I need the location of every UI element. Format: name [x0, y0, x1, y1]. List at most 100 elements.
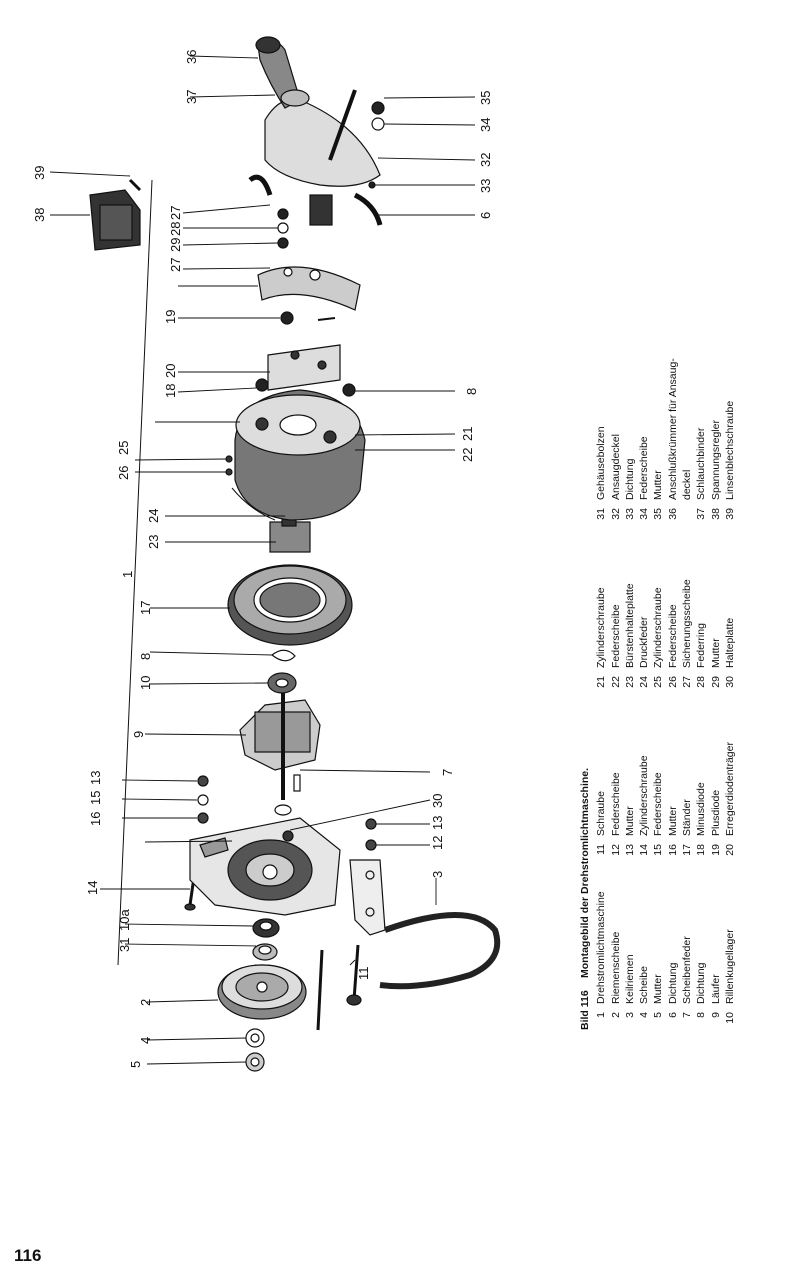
- part-nut-5: [245, 1052, 265, 1072]
- callout-32: 32: [478, 153, 493, 167]
- callout-29: 29: [168, 238, 183, 252]
- callout-30: 30: [430, 794, 445, 808]
- callout-12: 12: [430, 836, 445, 850]
- callout-37: 37: [184, 90, 199, 104]
- callout-26: 26: [116, 466, 131, 480]
- figure-title: Montagebild der Drehstromlichtmaschine.: [579, 767, 591, 978]
- figure-label: Bild 116: [579, 990, 591, 1030]
- part-spacer-31: [252, 943, 278, 961]
- callout-18: 18: [163, 384, 178, 398]
- part-voltage-regulator-38: [89, 189, 141, 251]
- callout-20: 20: [163, 364, 178, 378]
- part-cover-plate: [257, 266, 361, 311]
- callout-11: 11: [356, 967, 371, 981]
- callout-33: 33: [478, 179, 493, 193]
- page-number: 116: [14, 1246, 42, 1265]
- part-washer-4: [245, 1028, 265, 1048]
- legend-item-continuation: deckel: [681, 469, 694, 500]
- callout-19: 19: [163, 310, 178, 324]
- callout-22: 22: [460, 448, 475, 462]
- callout-36: 36: [184, 50, 199, 64]
- callout-1: 1: [120, 571, 135, 578]
- part-bolt-11: [316, 944, 362, 1031]
- callout-16: 16: [88, 812, 103, 826]
- callout-3: 3: [430, 871, 445, 878]
- callout-28: 28: [168, 222, 183, 236]
- callout-10: 10: [138, 676, 153, 690]
- callout-8b: 8: [138, 653, 153, 660]
- figure-caption: Bild 116 Montagebild der Drehstromlichtma…: [578, 316, 592, 1030]
- part-intake-elbow-36: [255, 36, 310, 109]
- part-bearing-10: [267, 672, 297, 694]
- part-ring-10a: [252, 918, 280, 938]
- callout-15: 15: [88, 791, 103, 805]
- part-diode-carrier-20: [267, 344, 341, 391]
- part-drive-end-housing: [189, 817, 341, 916]
- callout-7: 7: [440, 769, 455, 776]
- callout-35: 35: [478, 91, 493, 105]
- callout-8a: 8: [464, 388, 479, 395]
- callout-14: 14: [85, 881, 100, 895]
- callout-38: 38: [32, 208, 47, 222]
- callout-labels: 1 2 3 4 5 6 7 8 9 10 10a 11 12 13 13 14 …: [32, 50, 493, 1068]
- callout-27b: 27: [168, 206, 183, 220]
- parts-legend: Bild 116 Montagebild der Drehstromlichtma…: [578, 316, 737, 1030]
- callout-17: 17: [138, 601, 153, 615]
- callout-13a: 13: [430, 816, 445, 830]
- callout-24: 24: [146, 509, 161, 523]
- callout-9: 9: [131, 731, 146, 738]
- part-bracket: [349, 859, 386, 936]
- callout-27a: 27: [168, 258, 183, 272]
- callout-23: 23: [146, 535, 161, 549]
- part-v-belt-3: [379, 912, 501, 990]
- callout-2: 2: [138, 999, 153, 1006]
- part-brush-plate-23: [269, 511, 311, 553]
- callout-4: 4: [138, 1037, 153, 1044]
- part-slip-ring-housing: [234, 389, 366, 521]
- part-pulley-2: [217, 964, 307, 1020]
- callout-25: 25: [116, 441, 131, 455]
- callout-13b: 13: [88, 771, 103, 785]
- callout-34: 34: [478, 118, 493, 132]
- part-stator-17: [227, 564, 353, 646]
- callout-21: 21: [460, 427, 475, 441]
